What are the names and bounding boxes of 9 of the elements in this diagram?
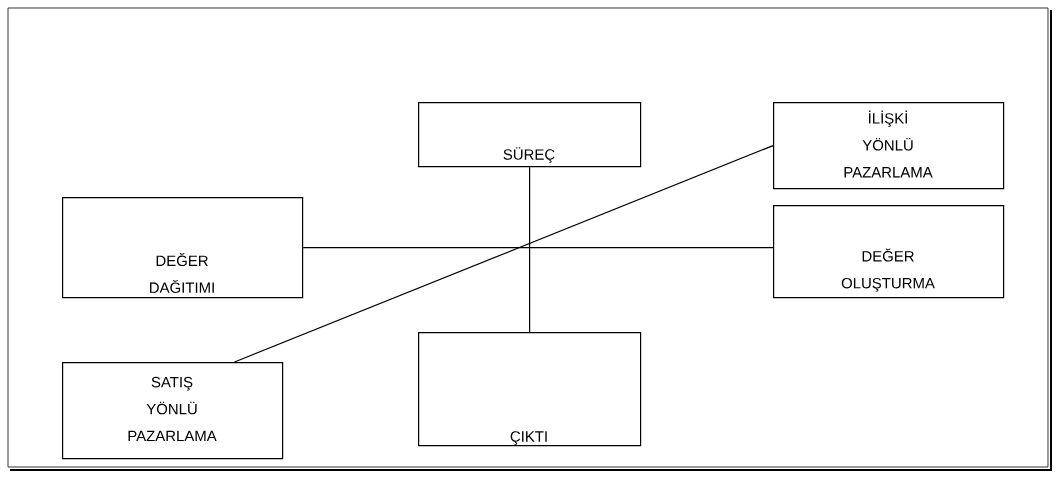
connector-line — [529, 166, 531, 333]
process-box: İLİŞKİ YÖNLÜ PAZARLAMA — [773, 102, 1005, 190]
process-box: DEĞER OLUŞTURMA — [773, 205, 1005, 299]
process-box: ÇIKTI — [418, 332, 642, 447]
connector-line — [302, 247, 774, 249]
connector-line — [233, 145, 774, 363]
process-box: DEĞER DAĞITIMI — [62, 197, 304, 299]
process-box: SATIŞ YÖNLÜ PAZARLAMA — [62, 362, 284, 460]
process-box: SÜREÇ — [418, 102, 642, 168]
